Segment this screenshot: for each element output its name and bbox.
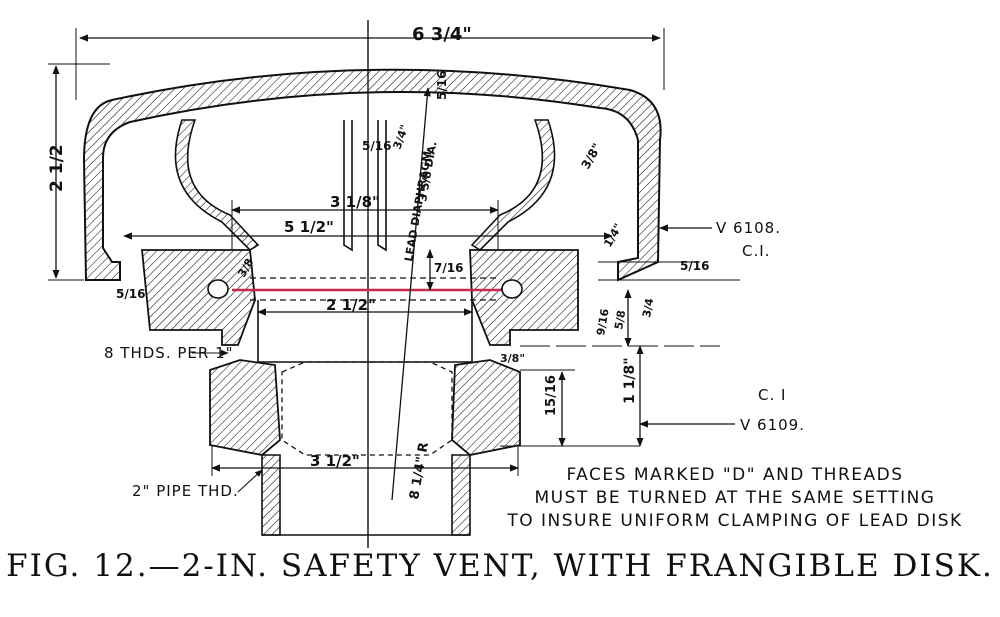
- label-pipe-note: 2" PIPE THD.: [132, 482, 239, 500]
- note-line: FACES MARKED "D" AND THREADS: [566, 465, 904, 485]
- gasket-right: [501, 279, 523, 299]
- label-fillet-right: 3/8": [578, 141, 604, 172]
- caption-text: —2-IN. SAFETY VENT, WITH FRANGIBLE DISK.: [148, 548, 994, 584]
- label-cap-thickness: 5/16: [435, 71, 449, 100]
- label-flange-c: 3/4: [640, 297, 656, 319]
- web-left: [343, 120, 353, 252]
- label-gap: 7/16: [434, 261, 463, 275]
- pipe-wall-left: [261, 454, 281, 536]
- label-small-b: 1/4": [601, 221, 625, 249]
- gasket-left: [207, 279, 229, 299]
- dome-cap: [82, 68, 662, 282]
- label-material-bottom: C. I: [758, 386, 786, 404]
- rib-right: [470, 119, 556, 252]
- label-overall-width: 6 3/4": [412, 24, 472, 45]
- label-fillet-left: 3/4": [391, 123, 412, 151]
- hex-body-left: [209, 359, 281, 456]
- label-small-c: 3/8": [500, 352, 525, 365]
- label-lip-left: 5/16: [116, 287, 145, 301]
- label-hex-height: 15/16: [544, 375, 559, 416]
- hex-inner: [281, 361, 453, 456]
- label-material-top: C.I.: [742, 242, 770, 260]
- label-radius: 8 1/4" R: [407, 441, 432, 500]
- clamping-note: FACES MARKED "D" AND THREADS MUST BE TUR…: [500, 464, 970, 533]
- leader-pipe: [237, 469, 263, 493]
- label-hex-width: 3 1/2": [310, 452, 360, 470]
- label-rib-thickness: 5/16: [362, 139, 391, 153]
- label-flange-b: 5/8: [612, 309, 628, 330]
- label-seat-height: 1 1/8": [622, 357, 638, 404]
- label-seat-span: 3 1/8": [330, 193, 380, 211]
- label-thread-note: 8 THDS. PER 1": [104, 344, 234, 362]
- label-part-v6108: V 6108.: [716, 219, 781, 237]
- label-inner-span: 5 1/2": [284, 218, 334, 236]
- hex-body-right: [451, 359, 521, 456]
- radius-line: [391, 87, 431, 501]
- note-line: TO INSURE UNIFORM CLAMPING OF LEAD DISK: [507, 511, 963, 531]
- label-part-v6109: V 6109.: [740, 416, 805, 434]
- note-line: MUST BE TURNED AT THE SAME SETTING: [534, 488, 936, 508]
- web-right: [377, 120, 387, 252]
- rib-left: [174, 119, 260, 252]
- seat-ring-left: [141, 249, 256, 346]
- pipe-wall-right: [451, 454, 471, 536]
- label-bore: 2 1/2": [326, 296, 376, 314]
- label-overall-height: 2 1/2: [47, 144, 67, 192]
- caption-fig: FIG. 12.: [6, 548, 149, 584]
- label-lip-right: 5/16: [680, 259, 709, 273]
- seat-ring-right: [469, 249, 579, 346]
- label-flange-a: 9/16: [594, 307, 612, 336]
- figure-caption: FIG. 12.—2-IN. SAFETY VENT, WITH FRANGIB…: [0, 548, 1000, 584]
